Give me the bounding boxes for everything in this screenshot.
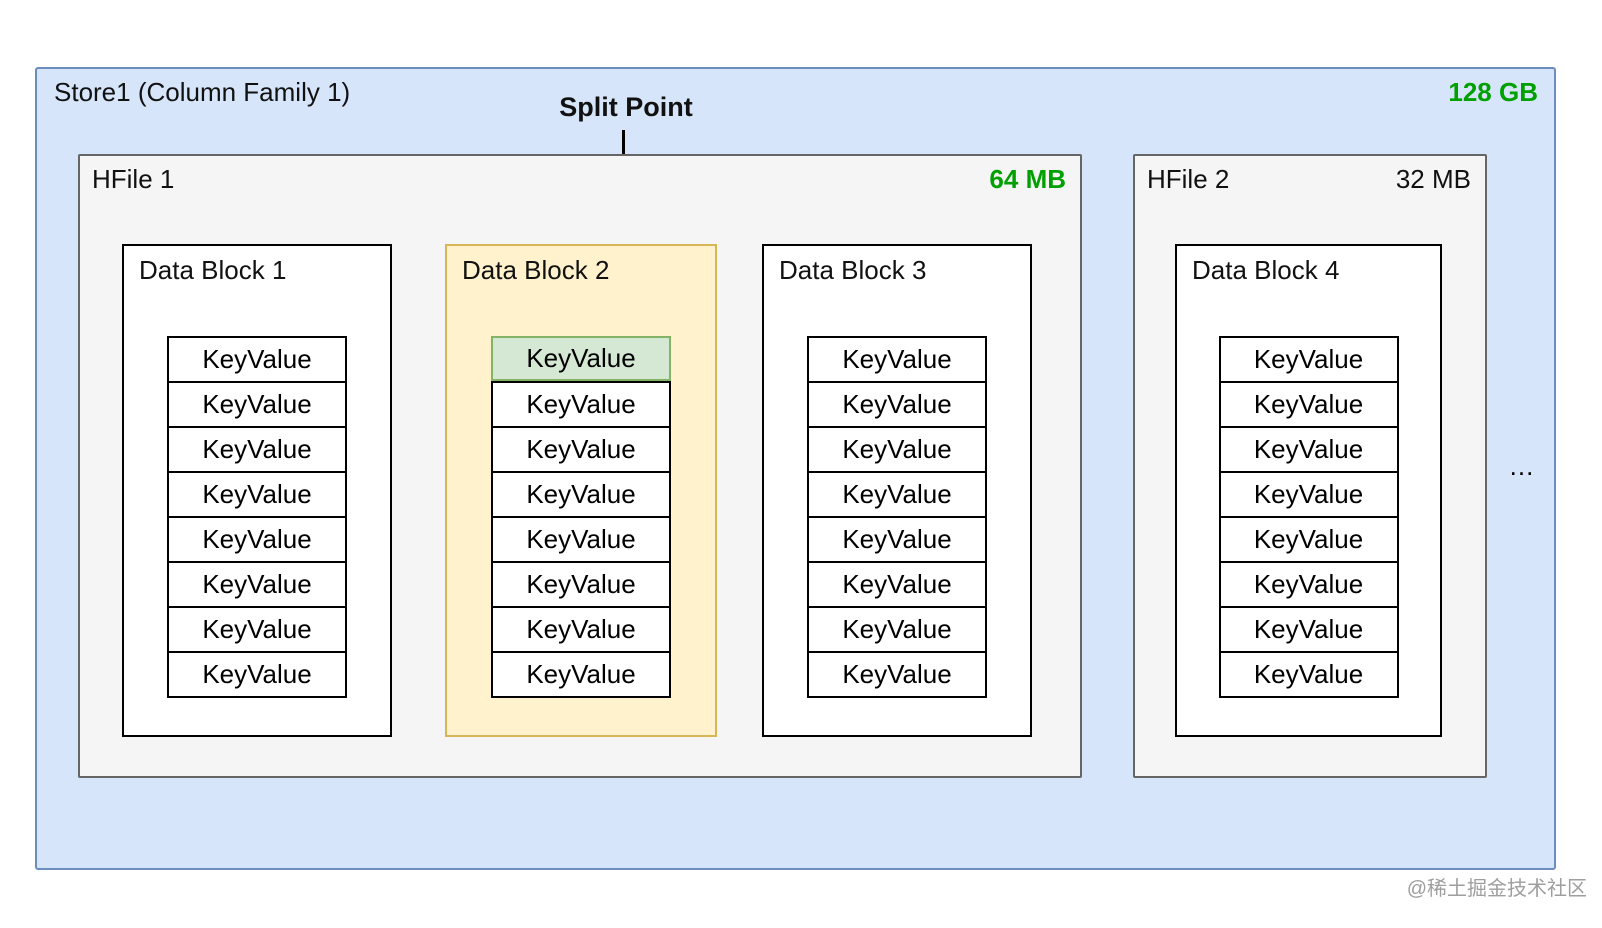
keyvalue-cell: KeyValue — [202, 344, 312, 374]
store-title: Store1 (Column Family 1) — [54, 77, 351, 107]
keyvalue-cell: KeyValue — [169, 606, 345, 651]
keyvalue-cell: KeyValue — [809, 381, 985, 426]
keyvalue-cell: KeyValue — [1220, 651, 1397, 696]
keyvalue-cell: KeyValue — [809, 606, 985, 651]
keyvalue-cell: KeyValue — [493, 606, 669, 651]
keyvalue-cell: KeyValue — [169, 651, 345, 696]
keyvalue-cell: KeyValue — [493, 651, 669, 696]
hfile2-title: HFile 2 — [1147, 164, 1230, 194]
keyvalue-cell: KeyValue — [1220, 516, 1397, 561]
keyvalue-cell: KeyValue — [1220, 471, 1397, 516]
keyvalue-cell: KeyValue — [169, 471, 345, 516]
keyvalue-cell: KeyValue — [526, 389, 636, 419]
keyvalue-cell: KeyValue — [809, 651, 985, 696]
keyvalue-cell: KeyValue — [493, 471, 669, 516]
keyvalue-cell: KeyValue — [809, 471, 985, 516]
keyvalue-cell: KeyValue — [493, 561, 669, 606]
store-size-badge: 128 GB — [1448, 77, 1538, 107]
keyvalue-cell: KeyValue — [842, 344, 952, 374]
keyvalue-cell: KeyValue — [493, 516, 669, 561]
keyvalue-cell: KeyValue — [1220, 381, 1397, 426]
keyvalue-cell: KeyValue — [809, 426, 985, 471]
data-block-2-title: Data Block 2 — [462, 255, 610, 285]
hfile2-size-badge: 32 MB — [1395, 164, 1471, 194]
more-hfiles-ellipsis: ... — [1509, 451, 1535, 481]
keyvalue-cell: KeyValue — [169, 426, 345, 471]
data-block-3-title: Data Block 3 — [779, 255, 927, 285]
keyvalue-cell-split-point: KeyValue — [491, 336, 671, 381]
keyvalue-cell: KeyValue — [809, 561, 985, 606]
keyvalue-cell: KeyValue — [169, 516, 345, 561]
keyvalue-cell: KeyValue — [809, 516, 985, 561]
hfile1-title: HFile 1 — [92, 164, 175, 194]
keyvalue-cell: KeyValue — [1253, 344, 1364, 374]
keyvalue-cell: KeyValue — [169, 381, 345, 426]
hfile1-size-badge: 64 MB — [989, 164, 1066, 194]
keyvalue-cell: KeyValue — [1220, 426, 1397, 471]
keyvalue-cell: KeyValue — [1220, 561, 1397, 606]
keyvalue-cell: KeyValue — [1220, 606, 1397, 651]
data-block-4-title: Data Block 4 — [1192, 255, 1340, 285]
split-point-label: Split Point — [559, 92, 693, 122]
data-block-1-title: Data Block 1 — [139, 255, 287, 285]
keyvalue-cell: KeyValue — [169, 561, 345, 606]
keyvalue-cell: KeyValue — [493, 426, 669, 471]
juejin-watermark: @稀土掘金技术社区 — [1406, 878, 1587, 900]
